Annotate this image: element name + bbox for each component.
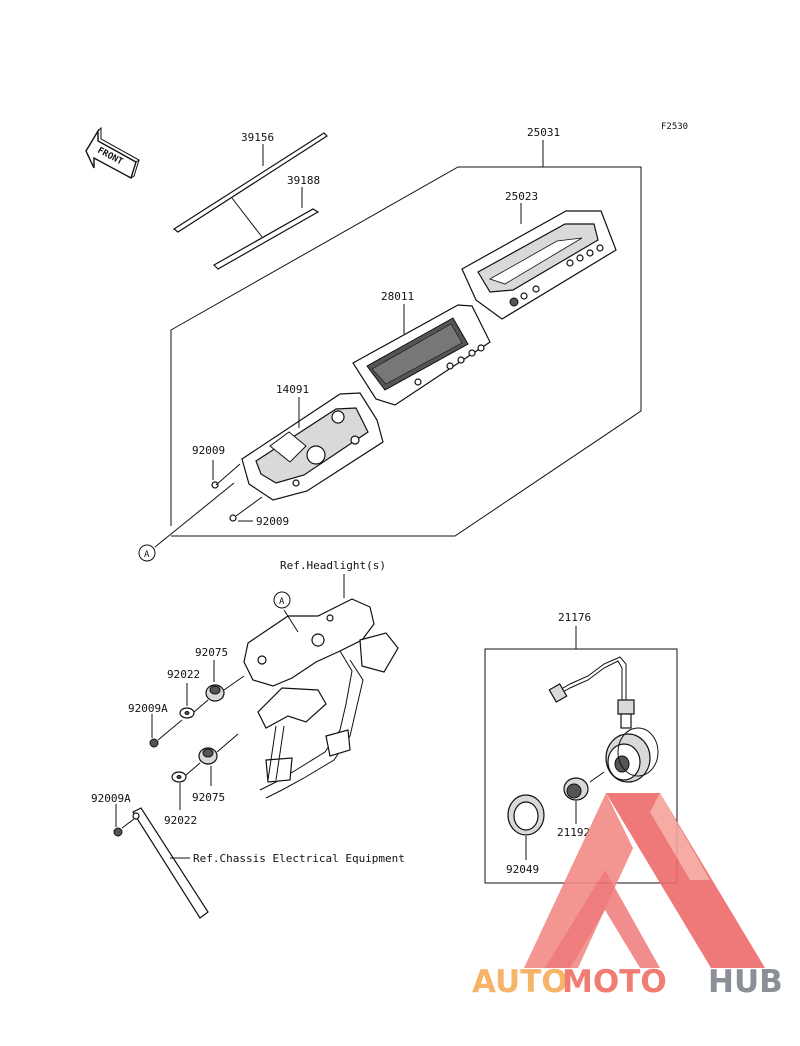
svg-text:MOTO: MOTO: [562, 964, 667, 1000]
automotohub-logo-icon: [524, 793, 765, 968]
figure-code: F2530: [661, 122, 688, 132]
ref-a-marker-upper: A: [138, 482, 235, 562]
part-92009A-lower-label: 92009A: [91, 792, 131, 805]
part-92009A-bolt-upper: 92009A: [128, 702, 183, 748]
front-arrow-icon: FRONT: [85, 126, 140, 180]
headlight-bracket: Ref.Headlight(s) A: [243, 559, 399, 799]
svg-text:A: A: [144, 550, 150, 560]
part-39188-label: 39188: [287, 174, 320, 187]
part-92075-upper-label: 92075: [195, 646, 228, 659]
part-14091-label: 14091: [276, 383, 309, 396]
part-92022-washer-upper: 92022: [167, 668, 209, 719]
part-39188-strip: 39188: [213, 174, 320, 270]
part-92009A-bolt-lower: 92009A: [91, 792, 139, 837]
ref-headlight-label: Ref.Headlight(s): [280, 559, 386, 572]
part-25031-label: 25031: [527, 126, 560, 139]
part-25023-label: 25023: [505, 190, 538, 203]
part-28011-meter: 28011: [352, 290, 491, 406]
svg-text:AUTO: AUTO: [472, 964, 568, 1000]
part-21176-label: 21176: [558, 611, 591, 624]
part-92009-lower-label: 92009: [256, 515, 289, 528]
part-92049-label: 92049: [506, 863, 539, 876]
part-25023-upper-case: 25023: [461, 190, 617, 320]
part-92009-screw-lower: 92009: [229, 496, 289, 528]
part-92022-lower-label: 92022: [164, 814, 197, 827]
part-28011-label: 28011: [381, 290, 414, 303]
part-92075-grommet-upper: 92075: [195, 646, 245, 702]
part-92009-screw-upper: 92009: [192, 444, 241, 489]
part-92022-upper-label: 92022: [167, 668, 200, 681]
watermark-text: AUTO MOTO HUB: [472, 964, 783, 1000]
part-92075-lower-label: 92075: [192, 791, 225, 804]
part-92009A-upper-label: 92009A: [128, 702, 168, 715]
speed-sensor-group: 21176 21192 92049: [484, 611, 678, 884]
part-92009-upper-label: 92009: [192, 444, 225, 457]
part-92075-grommet-lower: 92075: [192, 733, 239, 804]
part-92022-washer-lower: 92022: [164, 762, 201, 827]
svg-text:HUB: HUB: [708, 964, 783, 1000]
part-21192-label: 21192: [557, 826, 590, 839]
part-39156-label: 39156: [241, 131, 274, 144]
chassis-harness-strap: Ref.Chassis Electrical Equipment: [132, 807, 405, 919]
part-14091-lower-case: 14091: [241, 383, 384, 501]
ref-chassis-label: Ref.Chassis Electrical Equipment: [193, 852, 405, 865]
ref-a-marker-lower: A: [279, 597, 285, 607]
part-39156-film: 39156: [172, 131, 328, 233]
meter-assembly-frame: 25031: [170, 126, 642, 537]
